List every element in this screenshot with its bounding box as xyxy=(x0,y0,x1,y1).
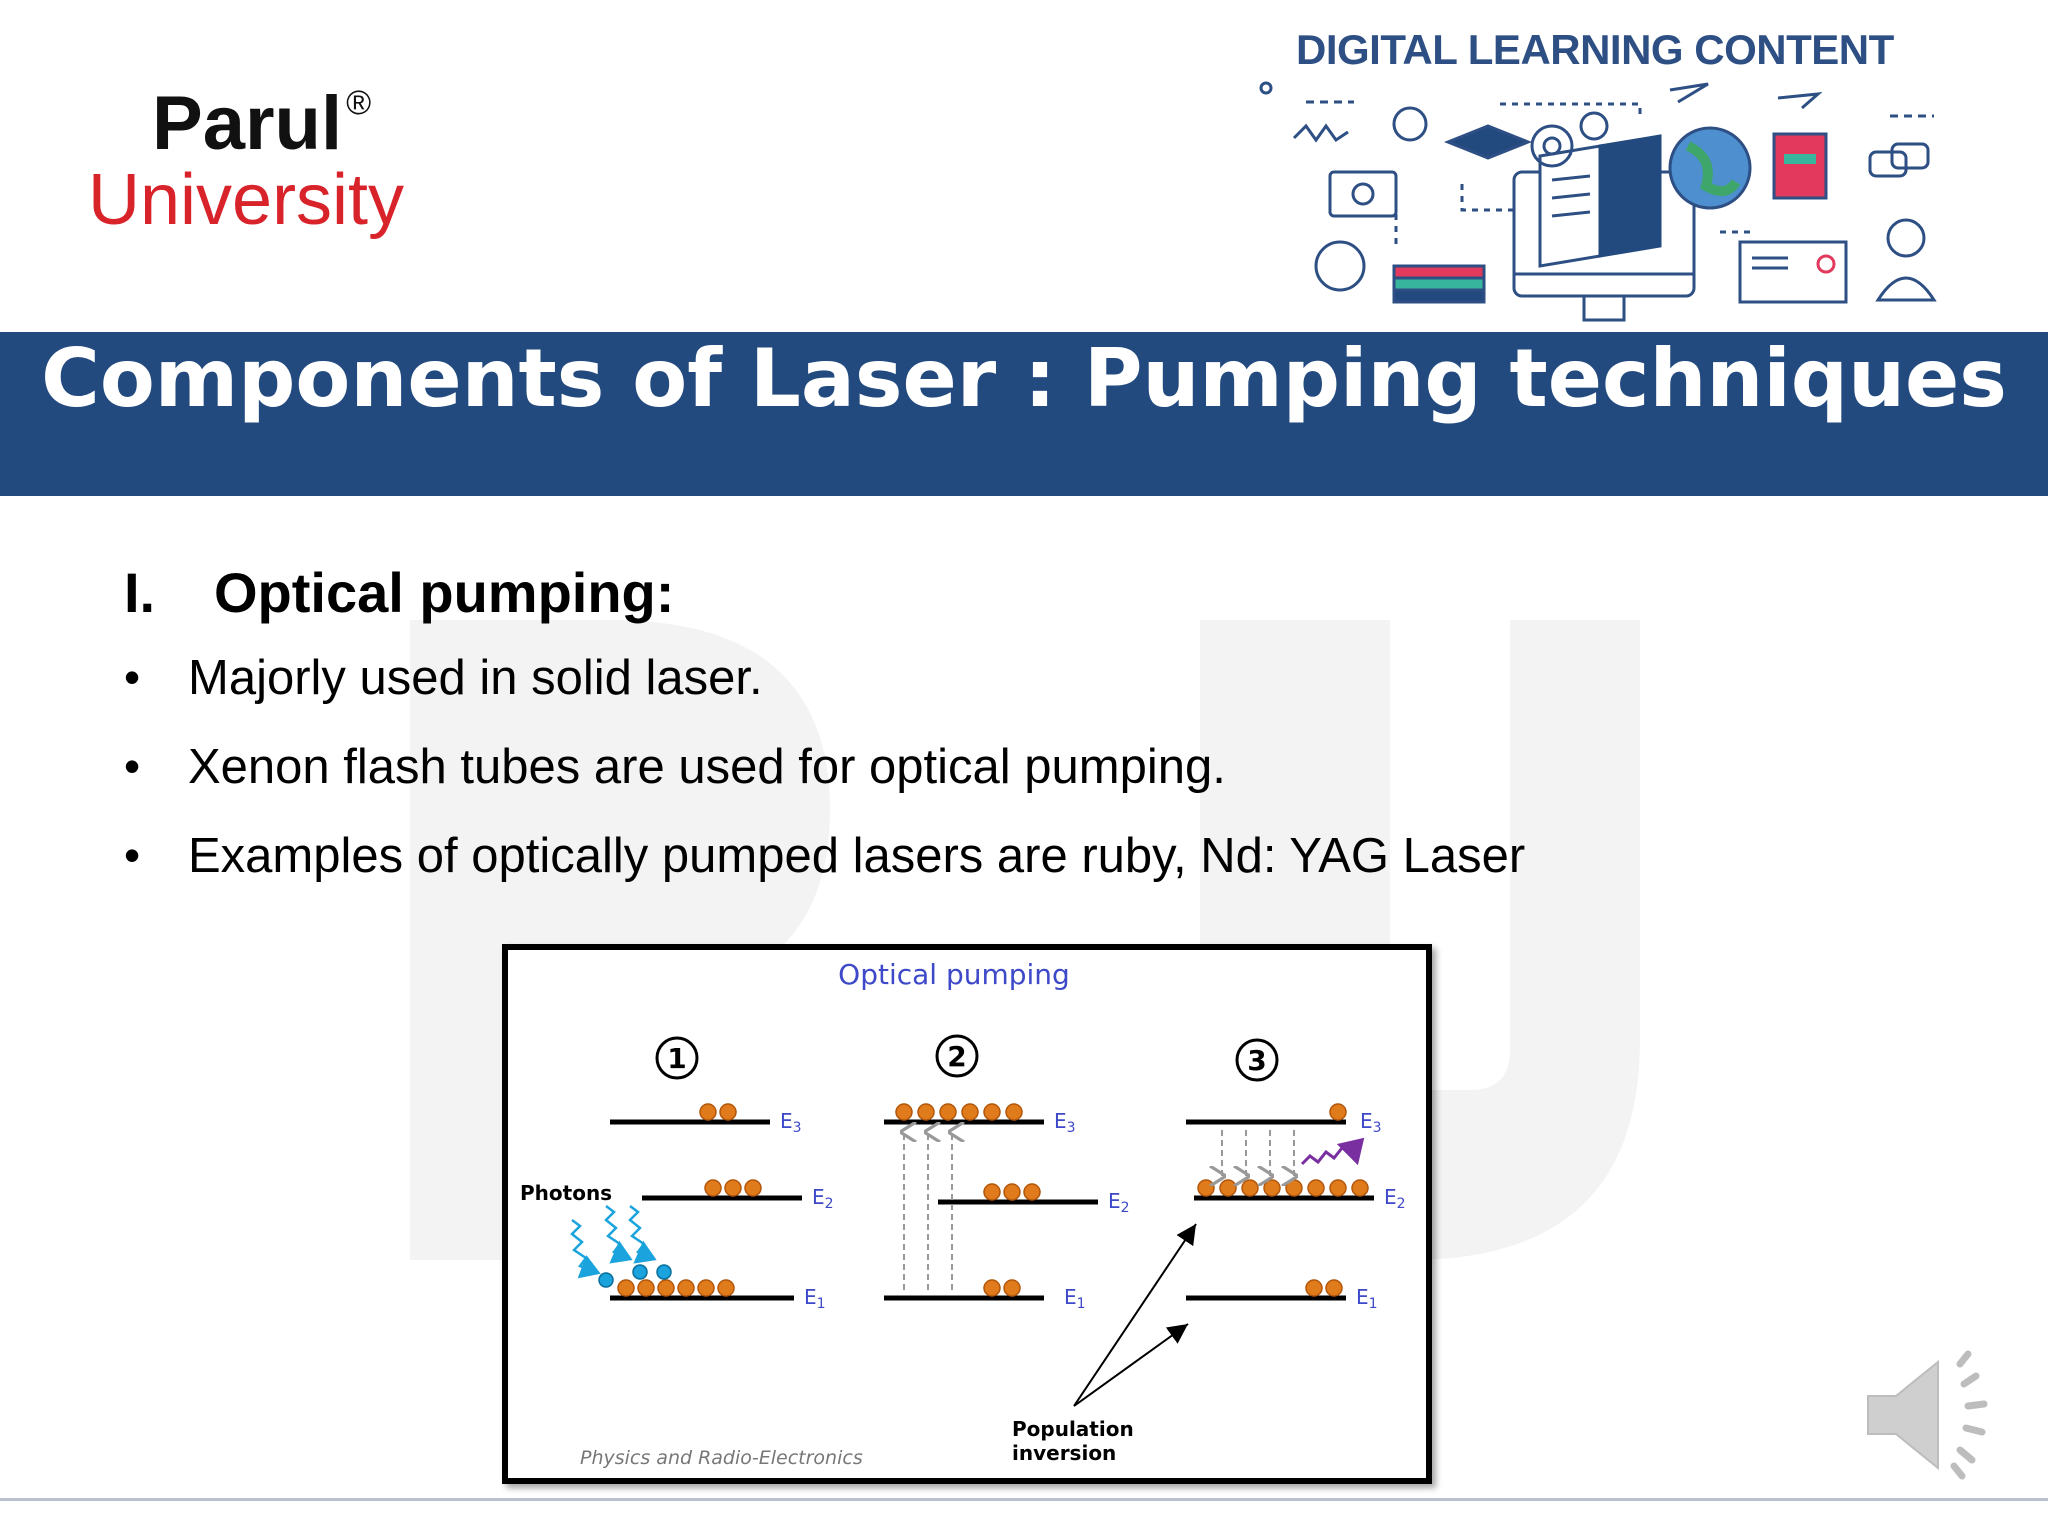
atom xyxy=(697,1279,715,1297)
population-arrow xyxy=(1073,1223,1197,1407)
atom xyxy=(717,1279,735,1297)
population-label: Population xyxy=(1012,1417,1134,1441)
photon-wave xyxy=(604,1205,633,1264)
atom xyxy=(1307,1179,1325,1197)
svg-text:2: 2 xyxy=(947,1040,966,1073)
figure-title: Optical pumping xyxy=(838,958,1070,991)
step-marker: 2 xyxy=(935,1034,979,1078)
bullet-item: • Examples of optically pumped lasers are… xyxy=(124,828,1525,917)
figure-credit: Physics and Radio-Electronics xyxy=(580,1447,863,1469)
photons-label: Photons xyxy=(520,1181,612,1205)
svg-text:1: 1 xyxy=(667,1042,686,1075)
excited-atom xyxy=(598,1272,614,1288)
level-label-e3: E3 xyxy=(1360,1109,1382,1136)
section-title: Optical pumping: xyxy=(214,561,675,624)
atom xyxy=(983,1183,1001,1201)
section-number: I. xyxy=(124,561,156,624)
atom xyxy=(1329,1103,1347,1121)
bullet-icon: • xyxy=(124,651,141,703)
atom xyxy=(1351,1179,1369,1197)
energy-level-diagram: Optical pumping 1 2 3 xyxy=(520,958,1406,1469)
atom xyxy=(617,1279,635,1297)
level-label-e2: E2 xyxy=(812,1185,834,1212)
speaker-icon[interactable] xyxy=(1860,1350,2000,1480)
level-label-e1: E1 xyxy=(1356,1285,1378,1312)
atom xyxy=(637,1279,655,1297)
step-marker: 3 xyxy=(1235,1038,1279,1082)
atom xyxy=(1285,1179,1303,1197)
excited-atom xyxy=(656,1264,672,1280)
atom xyxy=(704,1179,722,1197)
atom xyxy=(744,1179,762,1197)
atom xyxy=(699,1103,717,1121)
atom xyxy=(724,1179,742,1197)
bottom-divider xyxy=(0,1498,2048,1501)
level-label-e1: E1 xyxy=(804,1285,826,1312)
svg-text:×: × xyxy=(1238,60,1253,65)
bullet-icon: • xyxy=(124,740,141,792)
digital-learning-content-title: DIGITAL LEARNING CONTENT xyxy=(1296,26,1894,73)
step-marker: 1 xyxy=(655,1036,699,1080)
parul-university-logo: Parul® University xyxy=(88,84,428,240)
population-arrow xyxy=(1073,1323,1189,1407)
bullet-item: • Majorly used in solid laser. xyxy=(124,650,1525,739)
level-label-e3: E3 xyxy=(780,1109,802,1136)
atom xyxy=(983,1103,1001,1121)
atom xyxy=(895,1103,913,1121)
atom xyxy=(917,1103,935,1121)
atom xyxy=(1197,1179,1215,1197)
atom xyxy=(1003,1183,1021,1201)
emission-wave xyxy=(1300,1137,1365,1166)
atom xyxy=(657,1279,675,1297)
slide-title: Components of Laser : Pumping techniques xyxy=(41,332,2007,425)
atom xyxy=(1329,1179,1347,1197)
atom xyxy=(983,1279,1001,1297)
population-label: inversion xyxy=(1012,1441,1116,1465)
bullet-text: Examples of optically pumped lasers are … xyxy=(188,829,1526,883)
atom xyxy=(1325,1279,1343,1297)
atom xyxy=(1003,1279,1021,1297)
bullet-text: Majorly used in solid laser. xyxy=(188,651,763,705)
digital-learning-illustration: × xyxy=(1238,60,1937,322)
photon-wave xyxy=(570,1219,601,1279)
photon-wave xyxy=(628,1205,657,1264)
svg-text:3: 3 xyxy=(1247,1044,1266,1077)
logo-name: Parul xyxy=(152,81,343,166)
atom xyxy=(719,1103,737,1121)
level-label-e1: E1 xyxy=(1064,1285,1086,1312)
atom xyxy=(677,1279,695,1297)
atom xyxy=(1241,1179,1259,1197)
level-label-e2: E2 xyxy=(1108,1189,1130,1216)
optical-pumping-figure: Optical pumping 1 2 3 xyxy=(502,944,1432,1484)
atom xyxy=(1023,1183,1041,1201)
logo-subtitle: University xyxy=(88,160,405,240)
atom xyxy=(1305,1279,1323,1297)
registered-mark: ® xyxy=(346,84,372,122)
section-heading: I. Optical pumping: xyxy=(124,560,674,625)
level-label-e3: E3 xyxy=(1054,1109,1076,1136)
bullet-item: • Xenon flash tubes are used for optical … xyxy=(124,739,1525,828)
atom xyxy=(961,1103,979,1121)
atom xyxy=(1219,1179,1237,1197)
bullet-icon: • xyxy=(124,829,141,881)
bullet-text: Xenon flash tubes are used for optical p… xyxy=(188,740,1226,794)
atom xyxy=(1005,1103,1023,1121)
title-bar: Components of Laser : Pumping techniques xyxy=(0,332,2048,496)
excited-atom xyxy=(632,1264,648,1280)
level-label-e2: E2 xyxy=(1384,1185,1406,1212)
bullet-list: • Majorly used in solid laser. • Xenon fla… xyxy=(124,650,1525,917)
atom xyxy=(1263,1179,1281,1197)
atom xyxy=(939,1103,957,1121)
